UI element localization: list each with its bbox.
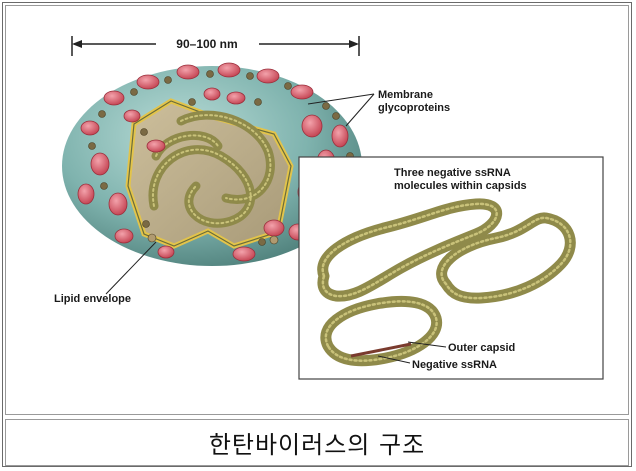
scale-bar-label: 90–100 nm	[176, 37, 237, 51]
membrane-label-line1: Membrane	[378, 89, 433, 101]
ssrna-label-line1: Three negative ssRNA	[394, 167, 511, 179]
scale-bar: 90–100 nm	[72, 36, 359, 56]
membrane-label-line2: glycoproteins	[378, 102, 450, 114]
ssrna-inset: Three negative ssRNA molecules within ca…	[299, 157, 603, 379]
caption-cell: 한탄바이러스의 구조	[5, 419, 629, 466]
figure-caption: 한탄바이러스의 구조	[209, 425, 425, 460]
outer-capsid-label: Outer capsid	[448, 342, 515, 354]
hantavirus-diagram: 90–100 nm	[6, 6, 628, 414]
negative-ssrna-label: Negative ssRNA	[412, 359, 497, 371]
lipid-envelope-label: Lipid envelope	[54, 293, 131, 305]
ssrna-label-line2: molecules within capsids	[394, 180, 527, 192]
figure-cell: 90–100 nm	[5, 5, 629, 415]
